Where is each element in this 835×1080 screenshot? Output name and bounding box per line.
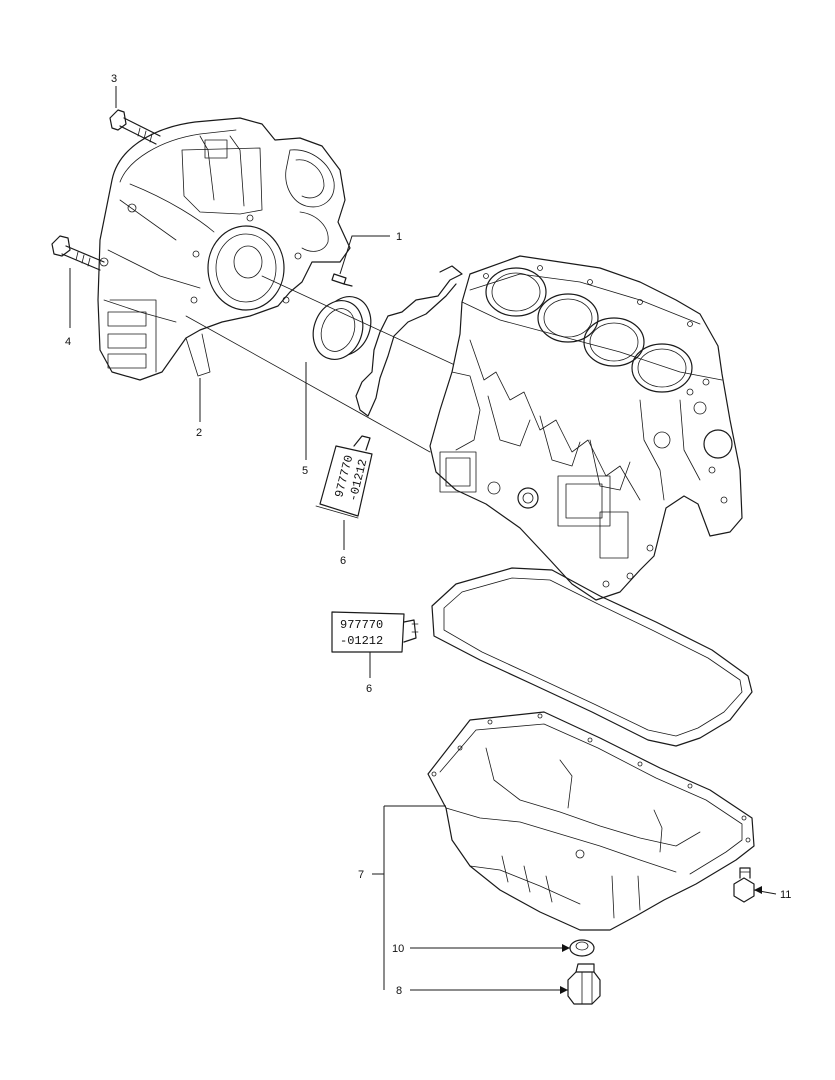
callout-10: 10 (392, 943, 404, 955)
flywheel-housing (97, 117, 351, 381)
oil-pan (427, 711, 755, 931)
sealant-tube-lower (331, 611, 419, 653)
washer-part-10 (569, 939, 595, 957)
oil-seal-part-5 (312, 296, 372, 360)
bolt-part-4 (51, 235, 105, 271)
sealant-code-line1-lower: 977770 (340, 618, 383, 632)
oil-pan-gasket (431, 567, 753, 747)
bolt-part-11 (733, 867, 755, 903)
leader-lines (69, 86, 777, 991)
callout-11: 11 (780, 889, 791, 901)
pin-part-1 (331, 273, 353, 287)
assembly-line (185, 315, 431, 453)
callout-2: 2 (196, 427, 202, 439)
sealant-tube-upper (315, 435, 373, 519)
callout-5: 5 (302, 465, 308, 477)
cylinder-block (429, 255, 743, 601)
callout-8: 8 (396, 985, 402, 997)
assembly-line-2 (261, 275, 471, 373)
leader-arrowheads (560, 886, 762, 994)
callout-4: 4 (65, 336, 71, 348)
callout-6-lower: 6 (366, 683, 372, 695)
callout-6-upper: 6 (340, 555, 346, 567)
drain-plug-part-8 (567, 963, 601, 1005)
callout-1: 1 (396, 231, 402, 243)
rear-gasket-strip (355, 265, 463, 417)
callout-3: 3 (111, 73, 117, 85)
bolt-part-3 (109, 109, 161, 145)
callout-7: 7 (358, 869, 364, 881)
sealant-code-line2-lower: -01212 (340, 634, 383, 648)
